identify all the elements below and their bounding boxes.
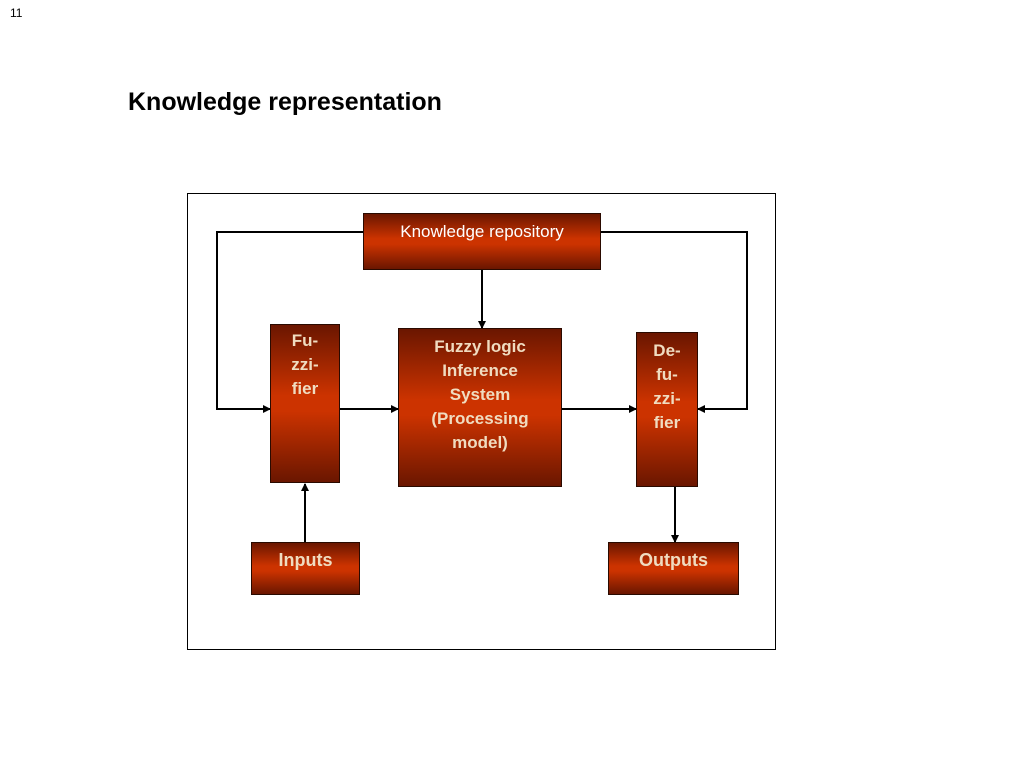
inference-line: (Processing (431, 409, 529, 428)
inference-system-label: Fuzzy logic Inference System (Processing… (431, 335, 528, 455)
defuzzifier-line: De- (653, 341, 681, 360)
defuzzifier-label: De- fu- zzi- fier (653, 339, 680, 435)
inference-line: Fuzzy logic (434, 337, 526, 356)
fuzzifier-line: fier (291, 379, 319, 398)
defuzzifier-box: De- fu- zzi- fier (636, 332, 698, 487)
inputs-label: Inputs (278, 550, 333, 570)
slide-title: Knowledge representation (128, 88, 442, 116)
fuzzifier-line: zzi- (291, 355, 319, 374)
defuzzifier-line: fu- (656, 365, 678, 384)
defuzzifier-line: fier (653, 413, 681, 432)
defuzzifier-line: zzi- (653, 389, 681, 408)
inference-line: model) (452, 433, 508, 452)
fuzzifier-label: Fu- zzi- fier (291, 329, 318, 401)
slide-number: 11 (10, 6, 23, 20)
inference-system-box: Fuzzy logic Inference System (Processing… (398, 328, 562, 487)
outputs-label: Outputs (639, 550, 708, 570)
outputs-box: Outputs (608, 542, 739, 595)
connector-repository-to-defuzzifier (601, 231, 748, 413)
inference-line: Inference (442, 361, 518, 380)
inference-line: System (449, 385, 511, 404)
knowledge-repository-label: Knowledge repository (400, 222, 564, 241)
diagram-frame (187, 193, 776, 650)
fuzzifier-line: Fu- (291, 331, 319, 350)
connector-repository-to-fuzzifier (216, 231, 363, 413)
inputs-box: Inputs (251, 542, 360, 595)
knowledge-repository-box: Knowledge repository (363, 213, 601, 270)
fuzzifier-box: Fu- zzi- fier (270, 324, 340, 483)
